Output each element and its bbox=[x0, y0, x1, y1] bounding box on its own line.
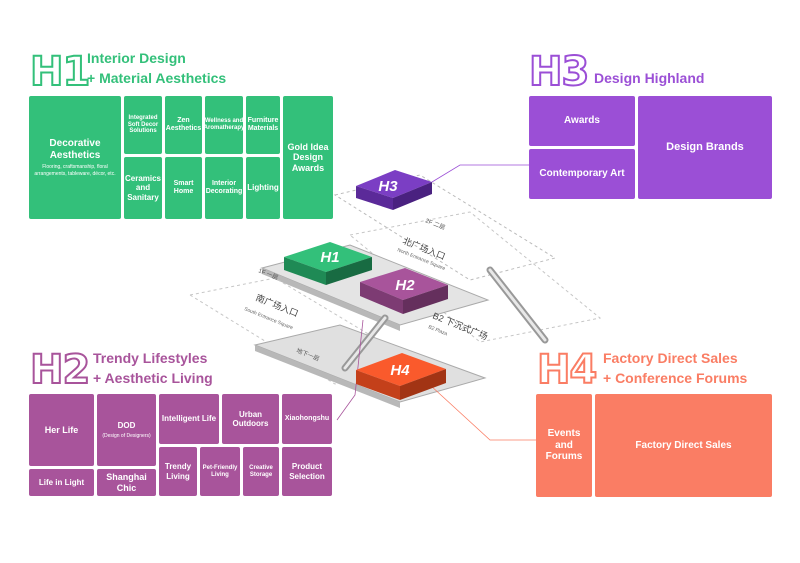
basement-edge bbox=[255, 345, 400, 408]
h4-events-forums-label: Events and Forums bbox=[545, 428, 583, 463]
h3-code: H3 bbox=[528, 49, 590, 95]
h2-title-line1: Trendy Lifestyles bbox=[93, 350, 208, 366]
h3-awards: Awards bbox=[529, 96, 635, 146]
h1-decorative-aesthetics: Decorative Aesthetics Flooring, craftsma… bbox=[29, 96, 121, 219]
h2-life-in-light-label: Life in Light bbox=[38, 477, 85, 487]
h2-xiaohongshu-label: Xiaohongshu bbox=[284, 414, 330, 422]
h1-furniture: Furniture Materials bbox=[246, 96, 280, 154]
h2-trendy-living-label: Trendy Living bbox=[164, 462, 192, 481]
h1-decorative-sub: Flooring, craftsmanship, floral arrangem… bbox=[34, 164, 116, 177]
h4-connector-line bbox=[429, 384, 536, 441]
h2-shanghai-chic: Shanghai Chic bbox=[97, 469, 156, 496]
h1-lighting: Lighting bbox=[246, 157, 280, 219]
h2-trendy-living: Trendy Living bbox=[159, 447, 197, 496]
h2-code: H2 bbox=[29, 347, 91, 393]
h4-title-line1: Factory Direct Sales bbox=[603, 350, 738, 366]
h2-shanghai-chic-label: Shanghai Chic bbox=[106, 472, 147, 493]
h1-interior-decorating-label: Interior Decorating bbox=[205, 179, 243, 195]
h2-her-life: Her Life bbox=[29, 394, 94, 466]
h1-smart-home: Smart Home bbox=[165, 157, 202, 219]
h3-connector-line bbox=[431, 164, 529, 183]
block-h1-label: H1 bbox=[320, 249, 339, 266]
h1-wellness: Wellness and Aromatherapy bbox=[203, 96, 245, 154]
h2-her-life-label: Her Life bbox=[44, 424, 79, 435]
h2-connector-line bbox=[336, 319, 364, 421]
h2-product-selection: Product Selection bbox=[282, 447, 332, 496]
h2-product-selection-label: Product Selection bbox=[289, 462, 325, 481]
h4-events-forums: Events and Forums bbox=[536, 394, 592, 497]
h2-pet-friendly-label: Pet-Friendly Living bbox=[202, 464, 238, 478]
block-h2-label: H2 bbox=[395, 277, 415, 294]
h1-ceramics: Ceramics and Sanitary bbox=[124, 157, 162, 219]
h1-soft-decor: Integrated Soft Decor Solutions bbox=[124, 96, 162, 154]
b2-plaza-en: B2 Plaza bbox=[427, 324, 448, 337]
h3-design-brands: Design Brands bbox=[638, 96, 772, 199]
floor2-label: 2F 二层 bbox=[424, 217, 446, 231]
h1-gold-idea: Gold Idea Design Awards bbox=[283, 96, 333, 219]
block-h4-label: H4 bbox=[390, 362, 410, 379]
h1-zen: Zen Aesthetics bbox=[165, 96, 202, 154]
h2-life-in-light: Life in Light bbox=[29, 469, 94, 496]
h1-furniture-label: Furniture Materials bbox=[247, 116, 279, 132]
h3-contemporary-art-label: Contemporary Art bbox=[539, 168, 625, 180]
h4-code: H4 bbox=[536, 347, 598, 393]
b2-plaza-cn: B2 下沉式广场 bbox=[431, 310, 489, 342]
h2-title-line2: + Aesthetic Living bbox=[93, 370, 213, 386]
h4-title-line2: + Conference Forums bbox=[603, 370, 748, 386]
h1-ceramics-label: Ceramics and Sanitary bbox=[124, 174, 162, 202]
h2-dod-label: DOD bbox=[117, 420, 136, 430]
block-h3-label: H3 bbox=[378, 178, 398, 195]
h1-zen-label: Zen Aesthetics bbox=[165, 116, 202, 132]
h1-soft-decor-label: Integrated Soft Decor Solutions bbox=[127, 114, 159, 135]
h3-title: Design Highland bbox=[594, 70, 705, 86]
h4-factory-direct-label: Factory Direct Sales bbox=[635, 439, 732, 451]
floor2-plane bbox=[333, 174, 557, 281]
h1-code: H1 bbox=[29, 49, 91, 95]
h2-dod: DOD (Design of Designers) bbox=[97, 394, 156, 466]
h2-intelligent-life: Intelligent Life bbox=[159, 394, 219, 444]
h1-wellness-label: Wellness and Aromatherapy bbox=[203, 118, 245, 131]
h1-gold-idea-label: Gold Idea Design Awards bbox=[287, 141, 329, 173]
h2-xiaohongshu: Xiaohongshu bbox=[282, 394, 332, 444]
h2-creative-storage: Creative Storage bbox=[243, 447, 279, 496]
h1-title-line2: + Material Aesthetics bbox=[87, 70, 227, 86]
h1-lighting-label: Lighting bbox=[247, 183, 279, 193]
h3-awards-label: Awards bbox=[564, 115, 600, 127]
h1-decorative-label: Decorative Aesthetics bbox=[49, 138, 101, 161]
h2-urban-outdoors: Urban Outdoors bbox=[222, 394, 279, 444]
h2-intelligent-life-label: Intelligent Life bbox=[161, 414, 217, 424]
h3-contemporary-art: Contemporary Art bbox=[529, 149, 635, 199]
h2-creative-storage-label: Creative Storage bbox=[249, 464, 273, 478]
h2-dod-sub: (Design of Designers) bbox=[102, 432, 151, 439]
h1-interior-decorating: Interior Decorating bbox=[205, 157, 243, 219]
h1-smart-home-label: Smart Home bbox=[173, 179, 194, 195]
h1-title-line1: Interior Design bbox=[87, 50, 186, 66]
h2-urban-outdoors-label: Urban Outdoors bbox=[232, 409, 269, 428]
floor1-edge bbox=[262, 268, 400, 331]
h4-factory-direct: Factory Direct Sales bbox=[595, 394, 772, 497]
h3-design-brands-label: Design Brands bbox=[666, 141, 744, 154]
h2-pet-friendly: Pet-Friendly Living bbox=[200, 447, 240, 496]
